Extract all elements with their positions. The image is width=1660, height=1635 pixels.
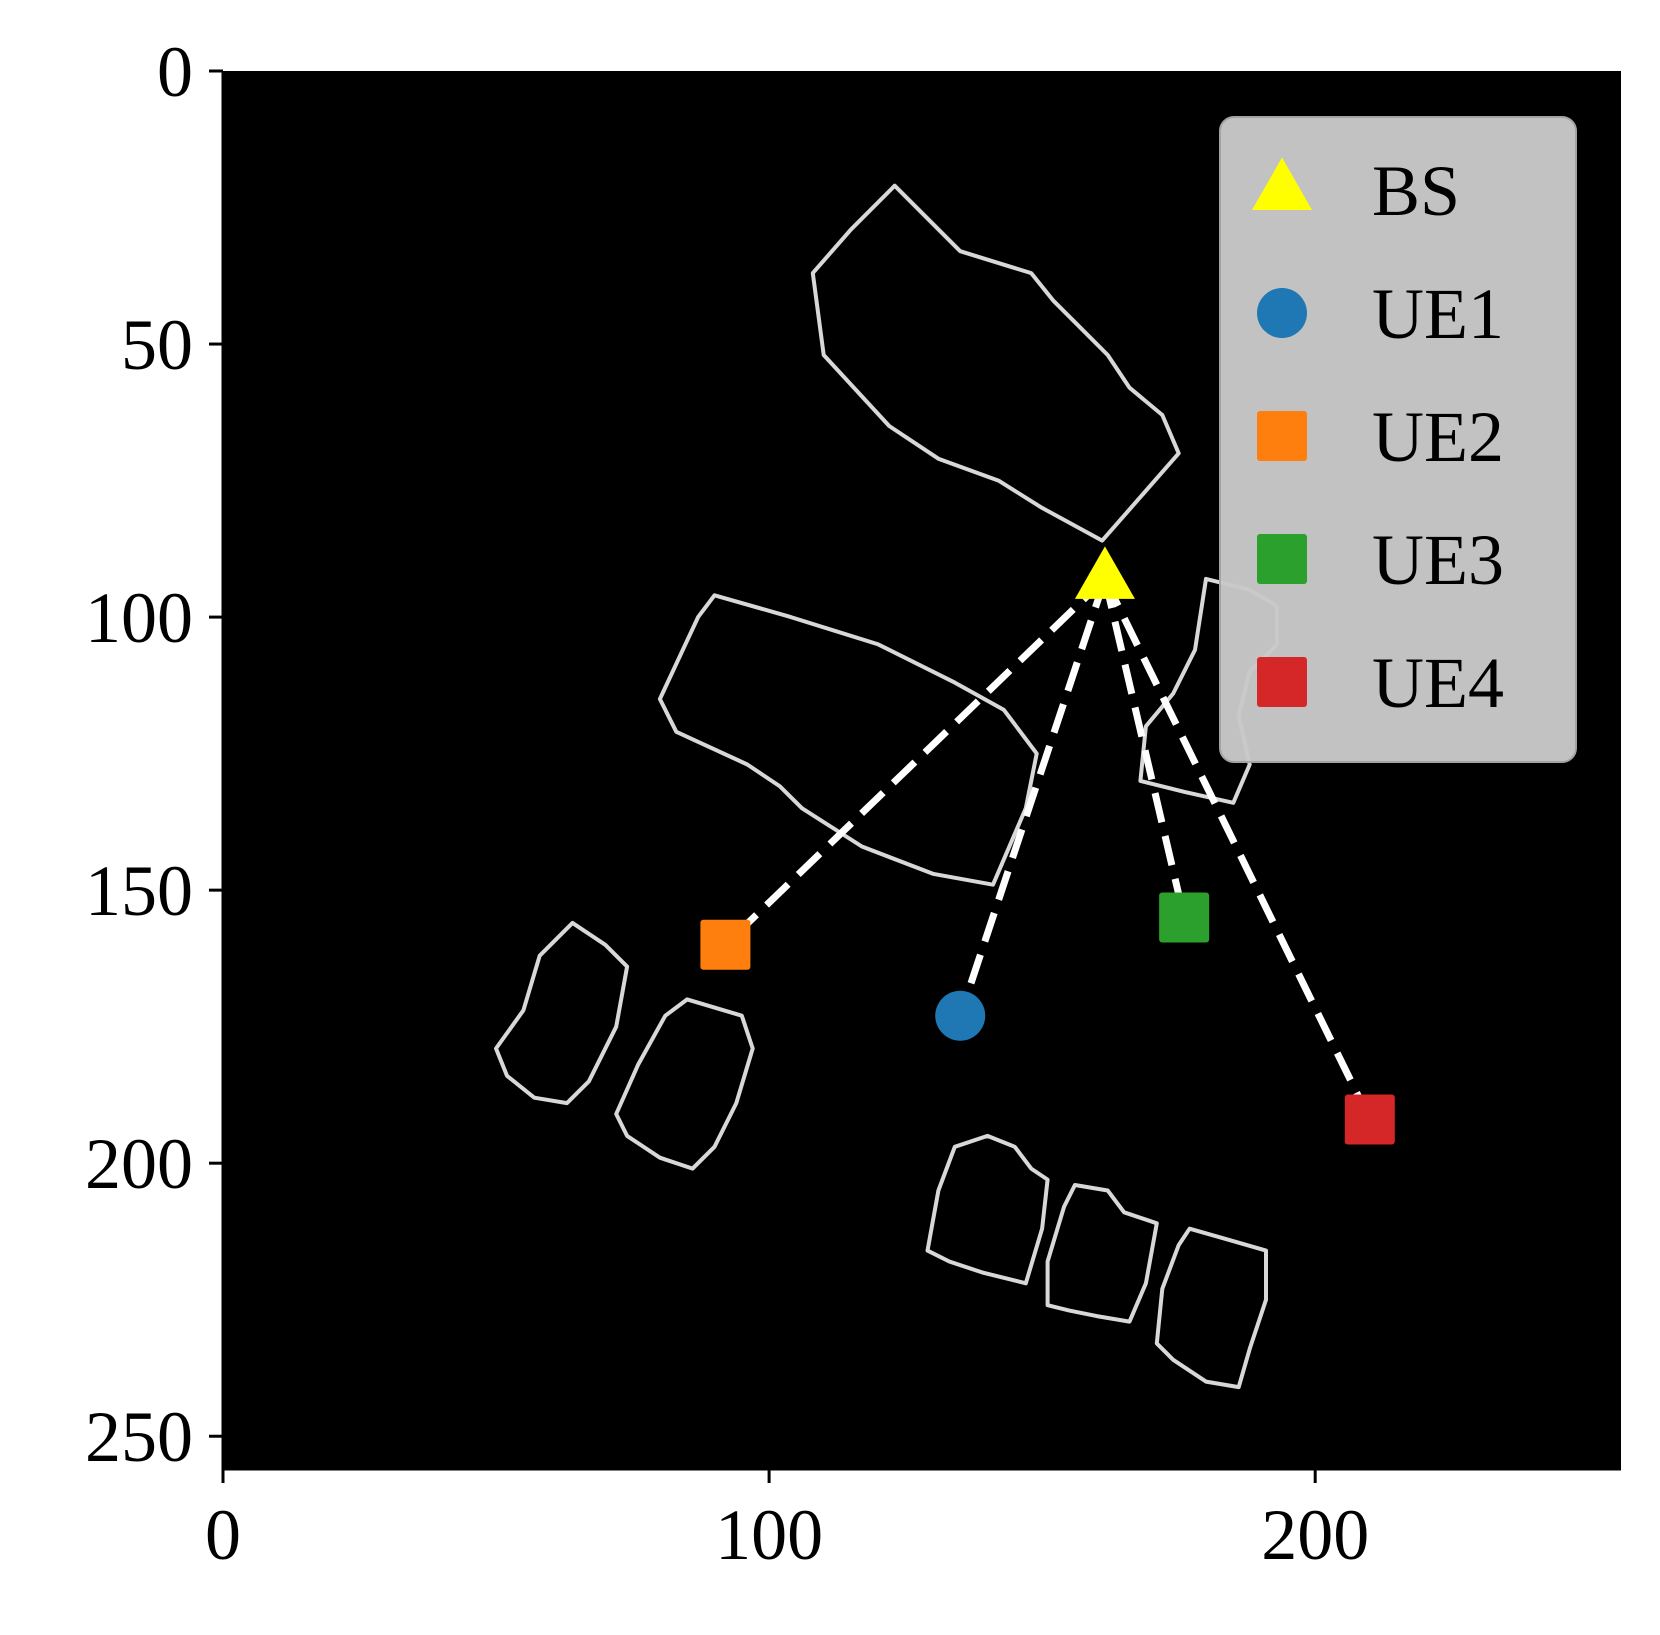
legend-label-ue4: UE4 bbox=[1372, 643, 1504, 723]
building-outline-7 bbox=[1045, 1183, 1159, 1324]
link-line-1 bbox=[956, 577, 1109, 1017]
x-tick-label-200: 200 bbox=[1261, 1495, 1369, 1575]
marker-ue1 bbox=[935, 990, 986, 1041]
legend-marker-bs bbox=[1252, 157, 1312, 210]
legend-marker-ue4 bbox=[1257, 657, 1307, 707]
building-outline-8 bbox=[1154, 1226, 1268, 1390]
legend-label-ue3: UE3 bbox=[1372, 520, 1504, 600]
marker-ue3 bbox=[1159, 892, 1210, 943]
legend-label-bs: BS bbox=[1372, 151, 1460, 231]
legend-label-ue2: UE2 bbox=[1372, 397, 1504, 477]
legend-marker-ue2 bbox=[1257, 411, 1307, 461]
building-outline-5 bbox=[614, 997, 755, 1171]
bs-ue-links bbox=[722, 576, 1373, 1122]
markers bbox=[700, 546, 1395, 1145]
y-tick-label-250: 250 bbox=[85, 1397, 193, 1477]
y-tick-label-200: 200 bbox=[85, 1124, 193, 1204]
marker-ue2 bbox=[700, 919, 751, 970]
link-line-4 bbox=[1101, 577, 1373, 1122]
y-tick-label-100: 100 bbox=[85, 578, 193, 658]
marker-ue4 bbox=[1344, 1094, 1395, 1145]
legend-marker-ue1 bbox=[1257, 288, 1307, 338]
building-outline-6 bbox=[925, 1133, 1050, 1286]
legend-box bbox=[1219, 116, 1577, 763]
marker-bs bbox=[1074, 546, 1135, 599]
building-outline-1 bbox=[810, 183, 1181, 543]
y-tick-label-150: 150 bbox=[85, 851, 193, 931]
y-tick-label-50: 50 bbox=[121, 305, 193, 385]
y-tick-label-0: 0 bbox=[157, 32, 193, 112]
building-outline-4 bbox=[494, 920, 630, 1106]
legend-marker-ue3 bbox=[1257, 534, 1307, 584]
building-outline-2 bbox=[657, 593, 1039, 887]
legend-label-ue1: UE1 bbox=[1372, 274, 1504, 354]
x-tick-label-100: 100 bbox=[715, 1495, 823, 1575]
x-tick-label-0: 0 bbox=[205, 1495, 241, 1575]
link-line-3 bbox=[1101, 578, 1188, 919]
